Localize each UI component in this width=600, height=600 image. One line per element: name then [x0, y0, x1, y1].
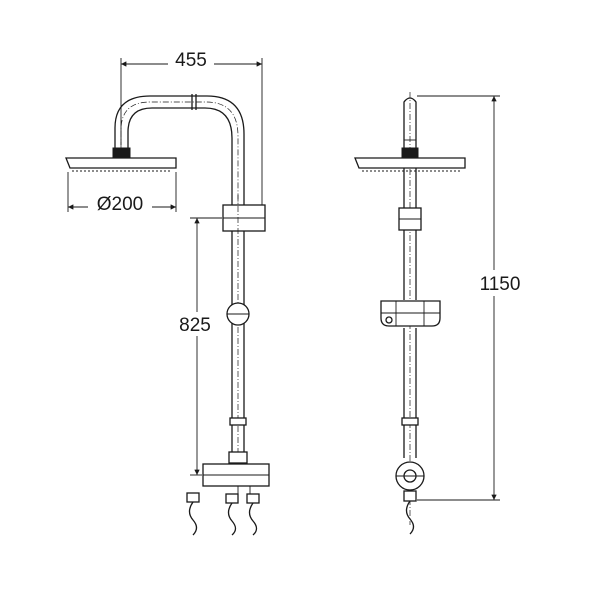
- front-view-shower-head: [354, 157, 466, 169]
- mount-height-label: 825: [179, 315, 211, 336]
- side-view-shower-head: [65, 157, 177, 169]
- front-view: 1150: [354, 92, 532, 535]
- side-view-connectors: [186, 486, 260, 536]
- arm-reach-label: 455: [175, 50, 207, 71]
- side-view-coupling: [229, 417, 247, 426]
- side-view: Ø200 455 825: [65, 48, 270, 536]
- front-view-slider: [380, 300, 441, 327]
- head-diameter-label: Ø200: [97, 194, 143, 215]
- side-view-arm-outer: [114, 95, 245, 205]
- total-height-label: 1150: [480, 274, 521, 295]
- side-view-arm-inner: [127, 107, 233, 205]
- front-view-head-connector: [401, 147, 419, 158]
- side-view-head-connector: [112, 147, 131, 158]
